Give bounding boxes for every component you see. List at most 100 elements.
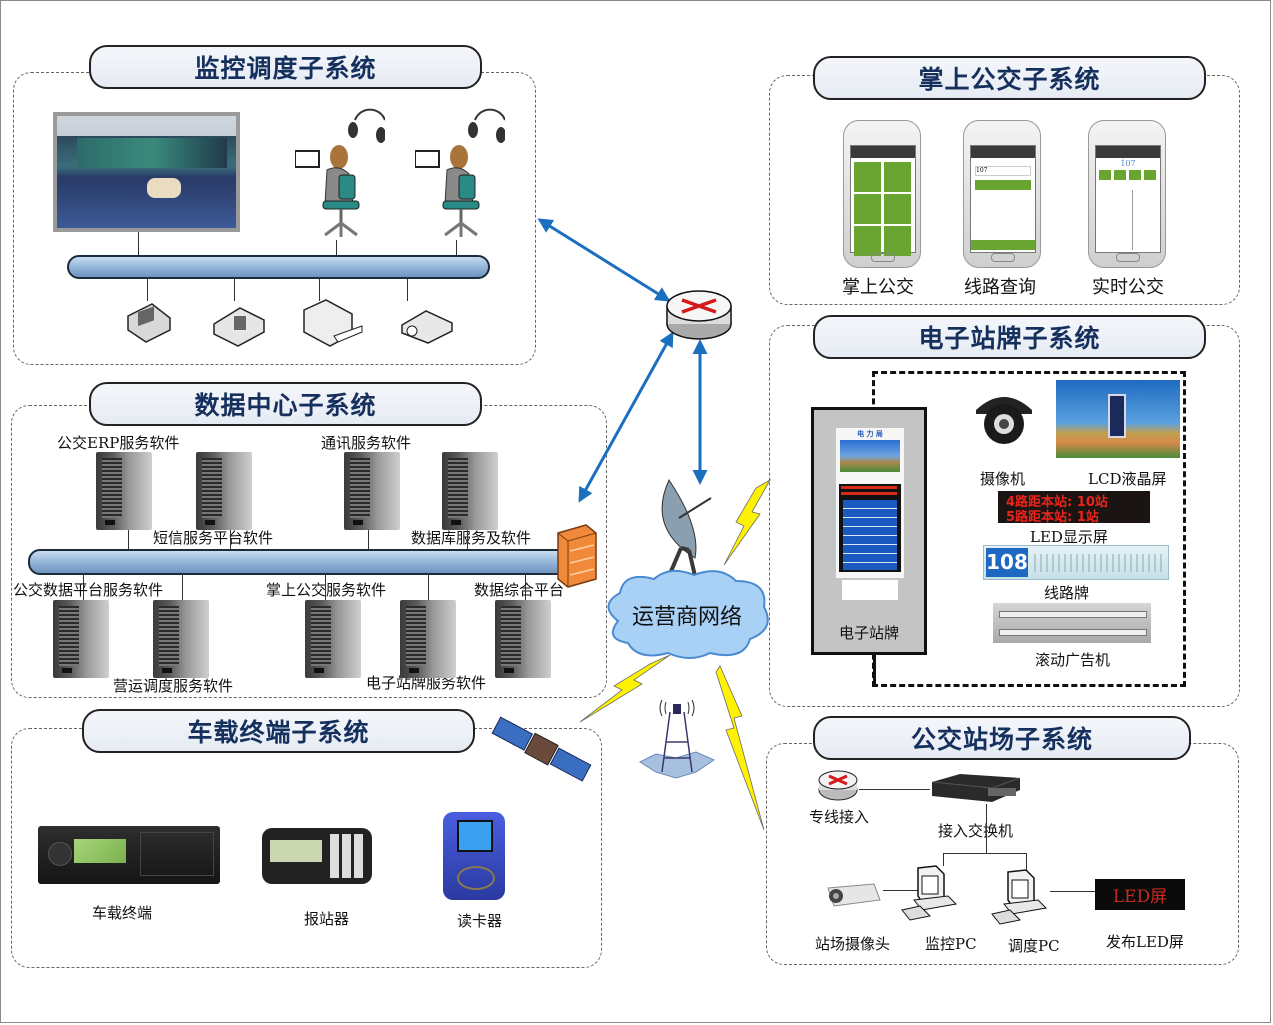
mobile-title: 掌上公交子系统 — [813, 56, 1206, 100]
network-label: 运营商网络 — [631, 605, 742, 630]
camera-label: 摄像机 — [980, 470, 1026, 488]
vehicle-title: 车载终端子系统 — [82, 709, 475, 753]
link-line — [883, 890, 920, 891]
depot-led-screen: LED屏 — [1095, 879, 1185, 910]
depot-title: 公交站场子系统 — [813, 716, 1191, 760]
route-query-input: 107 — [975, 166, 1031, 176]
cell-tower-icon — [636, 692, 718, 784]
route-sign-label: 线路牌 — [1044, 584, 1090, 602]
firewall-icon — [556, 523, 598, 589]
server-label: 通讯服务软件 — [321, 434, 412, 452]
device-label: 车载终端 — [92, 904, 153, 922]
server-label: 公交数据平台服务软件 — [13, 581, 164, 599]
control-room-screen — [53, 112, 240, 232]
link-line — [943, 853, 944, 866]
lcd-label: LCD液晶屏 — [1088, 470, 1167, 488]
station-announcer-icon — [262, 828, 372, 884]
lightning-e-stop — [723, 478, 772, 566]
phone-mobile-bus — [843, 120, 921, 268]
server-icon — [495, 600, 551, 678]
server-label: 营运调度服务软件 — [113, 677, 234, 695]
phone-route-query: 107 — [963, 120, 1041, 268]
link-line — [138, 232, 139, 255]
arrow-datacenter-router — [578, 331, 674, 503]
server-icon — [344, 452, 400, 530]
dispatch-pc-label: 调度PC — [1008, 937, 1060, 955]
link-line — [1026, 853, 1027, 870]
arrow-monitoring-router — [537, 218, 671, 302]
led-display: 4路距本站: 10站 5路距本站: 1站 — [998, 491, 1150, 525]
scroller-label: 滚动广告机 — [1035, 651, 1111, 669]
device-label: 读卡器 — [457, 912, 503, 930]
server-icon — [196, 452, 252, 530]
depot-camera-label: 站场摄像头 — [815, 935, 891, 953]
link-line — [325, 575, 326, 603]
phone-label: 线路查询 — [964, 277, 1036, 298]
server-label: 短信服务平台软件 — [153, 529, 274, 547]
depot-led-label: 发布LED屏 — [1106, 933, 1184, 951]
fax-icon — [210, 298, 268, 350]
satellite-dish-icon — [655, 478, 725, 578]
route-sign: 108 — [983, 545, 1169, 580]
dispatch-pc-icon — [990, 868, 1050, 926]
scrolling-ad-icon — [993, 603, 1151, 643]
server-icon — [53, 600, 109, 678]
switch-icon — [930, 772, 1022, 804]
phone-label: 实时公交 — [1092, 277, 1164, 298]
monitoring-bus-pipe — [67, 255, 490, 279]
link-line — [147, 279, 148, 301]
link-line — [986, 804, 987, 854]
phone-realtime-bus: 107 — [1088, 120, 1166, 268]
lightning-depot — [715, 665, 765, 831]
link-line — [943, 853, 1027, 854]
e-stop-kiosk: 电 力 局 电子站牌 — [811, 407, 927, 655]
depot-router-label: 专线接入 — [809, 808, 870, 826]
telephone-icon — [122, 298, 174, 344]
data-center-bus-pipe — [28, 549, 573, 575]
route-sign-number: 108 — [986, 548, 1028, 577]
server-icon — [153, 600, 209, 678]
server-icon — [400, 600, 456, 678]
link-line — [336, 240, 337, 255]
link-line — [525, 575, 526, 603]
link-line — [368, 530, 369, 550]
kiosk-header: 电 力 局 — [857, 429, 883, 438]
link-line — [182, 575, 183, 603]
device-label: 报站器 — [304, 910, 350, 928]
e-stop-title: 电子站牌子系统 — [813, 315, 1206, 359]
link-line — [234, 279, 235, 301]
server-icon — [305, 600, 361, 678]
server-label: 掌上公交服务软件 — [266, 581, 387, 599]
server-label: 电子站牌服务软件 — [366, 674, 487, 692]
server-label: 公交ERP服务软件 — [57, 434, 180, 452]
link-line — [407, 279, 408, 301]
carrier-network-cloud: 运营商网络 — [598, 565, 776, 663]
monitoring-title: 监控调度子系统 — [89, 45, 482, 89]
server-label: 数据库服务及软件 — [411, 529, 532, 547]
link-line — [319, 279, 320, 301]
depot-led-text: LED屏 — [1112, 887, 1168, 907]
link-line — [128, 530, 129, 550]
led-line: 4路距本站: 10站 — [1006, 495, 1108, 510]
lightning-vehicle — [579, 654, 671, 723]
link-line — [873, 655, 876, 685]
led-line: 5路距本站: 1站 — [1006, 510, 1099, 525]
dispatcher-2 — [414, 105, 506, 240]
dome-camera-icon — [972, 390, 1036, 446]
satellite-icon — [490, 710, 592, 790]
monitor-pc-icon — [900, 864, 960, 922]
phone-label: 掌上公交 — [842, 277, 914, 298]
link-line — [83, 575, 84, 603]
projector-icon — [398, 305, 456, 345]
server-label: 数据综合平台 — [474, 581, 565, 599]
led-label: LED显示屏 — [1030, 528, 1108, 546]
depot-camera-icon — [824, 880, 884, 910]
link-line — [428, 575, 429, 603]
kiosk-label: 电子站牌 — [839, 624, 900, 642]
dispatcher-1 — [294, 105, 386, 240]
link-line — [467, 530, 468, 550]
depot-router-icon — [817, 768, 859, 802]
link-line — [456, 240, 457, 255]
